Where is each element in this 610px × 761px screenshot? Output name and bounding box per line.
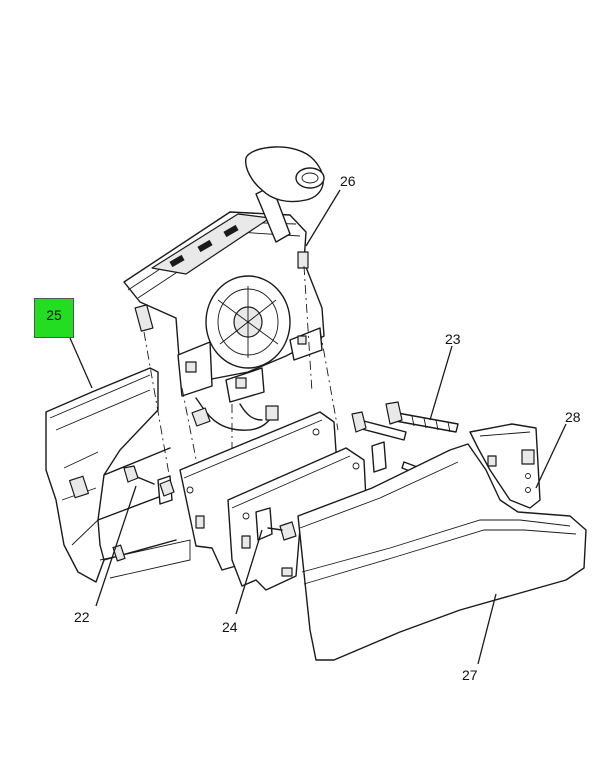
part-24-fastener — [267, 521, 297, 541]
part-22-fastener — [123, 465, 175, 497]
part-23-bolts — [351, 401, 459, 475]
part-27-front-trim — [297, 443, 587, 661]
highlight-callout-box[interactable] — [34, 298, 74, 338]
callout-27: 27 — [462, 667, 478, 683]
callout-22: 22 — [74, 609, 90, 625]
callout-labels: 26 23 28 22 24 27 — [74, 173, 581, 683]
callout-23: 23 — [445, 331, 461, 347]
callout-24: 24 — [222, 619, 238, 635]
callout-25[interactable]: 25 — [46, 307, 62, 323]
part-25-rear-trim-panel — [45, 367, 191, 583]
part-26-shifter-assembly — [123, 146, 325, 431]
callout-26: 26 — [340, 173, 356, 189]
part-28-front-bracket — [469, 423, 541, 509]
leader-lines — [69, 189, 567, 665]
callout-28: 28 — [565, 409, 581, 425]
